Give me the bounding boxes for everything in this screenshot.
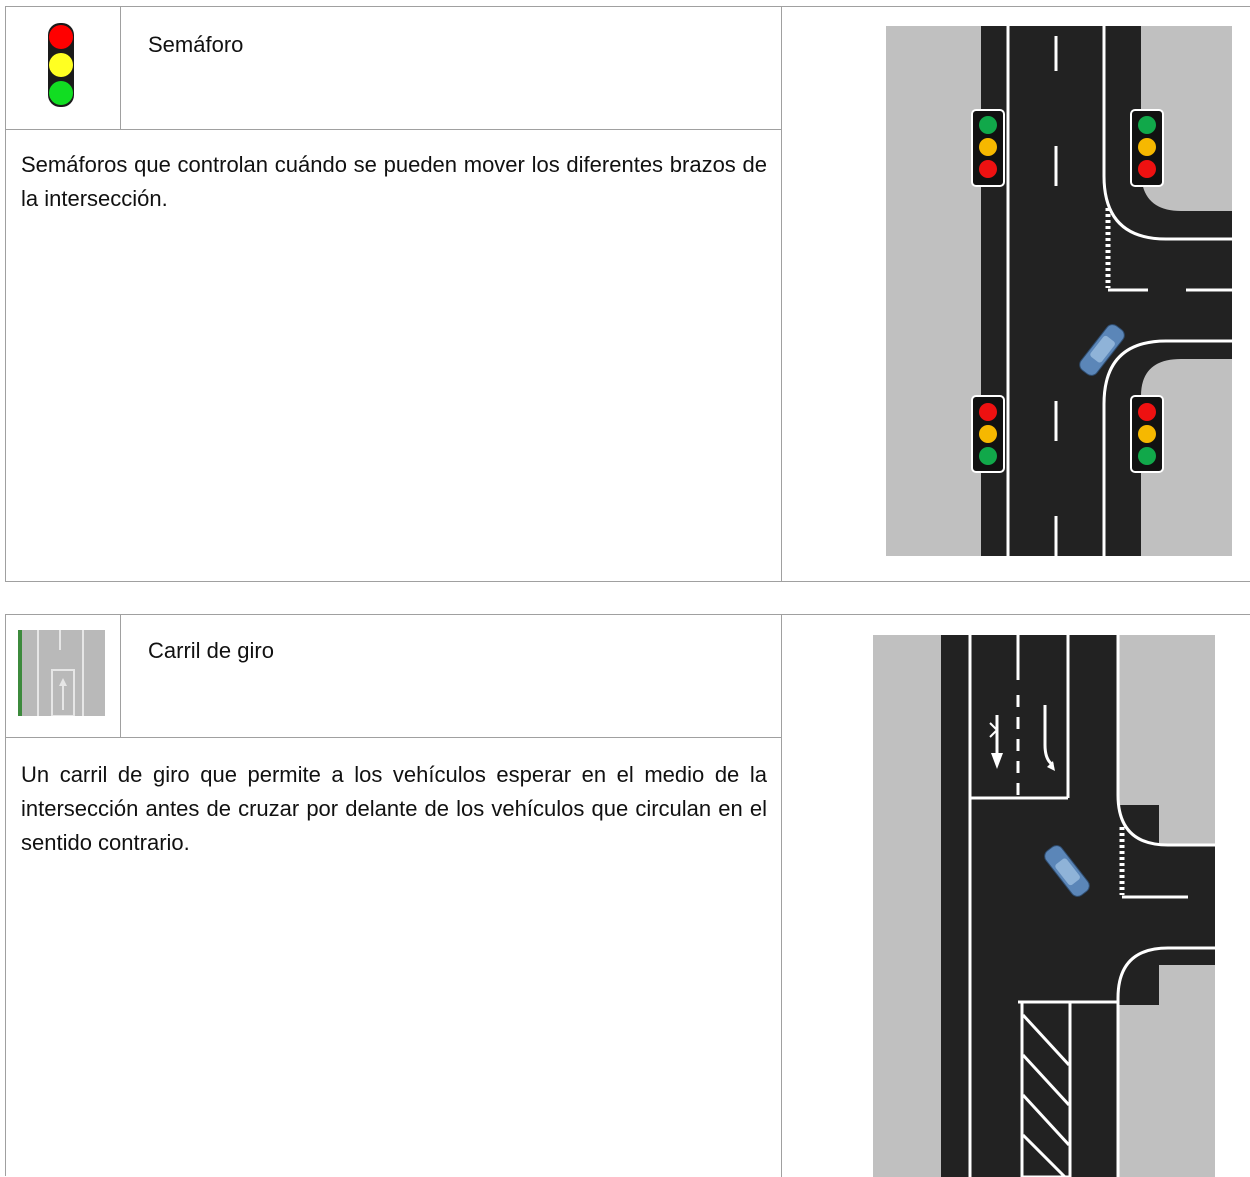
- divider: [120, 7, 121, 130]
- divider: [6, 737, 781, 738]
- divider: [6, 129, 781, 130]
- feature-description: Un carril de giro que permite a los vehí…: [21, 762, 767, 855]
- turn-lane-intersection-diagram: [873, 635, 1215, 1177]
- traffic-light-icon: [46, 21, 76, 109]
- divider: [120, 615, 121, 738]
- traffic-light-intersection-diagram: [886, 26, 1232, 556]
- divider: [781, 615, 782, 1177]
- divider: [781, 7, 782, 582]
- feature-title: Carril de giro: [148, 638, 274, 663]
- feature-title: Semáforo: [148, 32, 244, 57]
- feature-card-turn-lane: Carril de giro Un carril de giro que per…: [5, 614, 1250, 1177]
- turn-lane-icon: [18, 630, 105, 716]
- feature-description: Semáforos que controlan cuándo se pueden…: [21, 152, 767, 211]
- feature-card-traffic-light: Semáforo Semáforos que controlan cuándo …: [5, 6, 1250, 582]
